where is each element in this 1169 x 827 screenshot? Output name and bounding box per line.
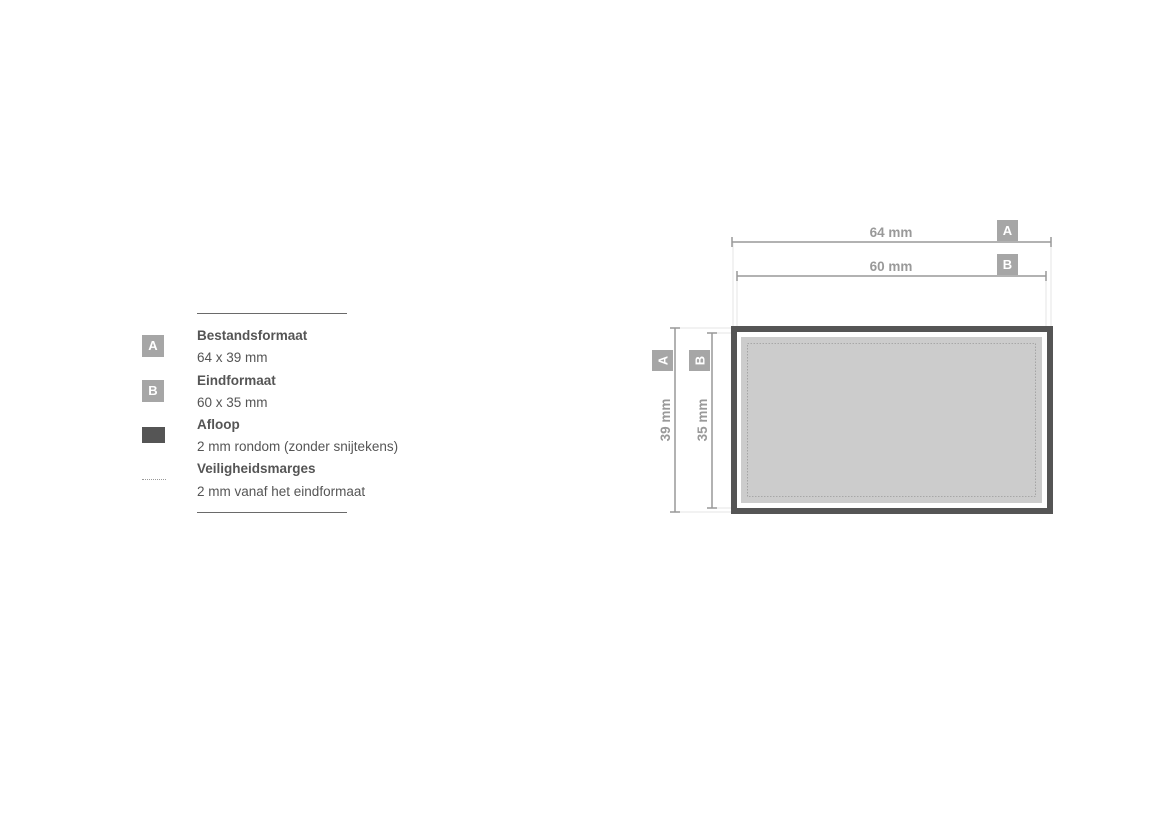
- badge-b-top-label: B: [1003, 257, 1012, 272]
- legend-desc-bestandsformaat: 64 x 39 mm: [197, 350, 268, 365]
- badge-a-top-icon: [997, 220, 1018, 241]
- dimension-width-b: [736, 271, 1047, 281]
- safety-margin-dots-icon: [142, 479, 166, 480]
- dimension-height-a: [670, 327, 680, 513]
- legend-bottom-rule: [197, 512, 347, 513]
- dimension-label-60mm: 60 mm: [870, 259, 913, 274]
- badge-a-side-label: A: [656, 355, 671, 365]
- badge-b-side-icon: [689, 350, 710, 371]
- bleed-swatch-icon: [142, 427, 165, 443]
- dimension-label-39mm: 39 mm: [658, 399, 673, 442]
- badge-a-icon: A: [142, 335, 164, 357]
- dimension-label-64mm: 64 mm: [870, 225, 913, 240]
- badge-b-icon: B: [142, 380, 164, 402]
- legend-title-eindformaat: Eindformaat: [197, 373, 276, 388]
- legend-top-rule: [197, 313, 347, 314]
- badge-a-side-icon: [652, 350, 673, 371]
- legend-title-afloop: Afloop: [197, 417, 240, 432]
- safety-margin-line: [747, 343, 1036, 497]
- legend-title-veiligheidsmarges: Veiligheidsmarges: [197, 461, 316, 476]
- dimension-label-35mm: 35 mm: [695, 399, 710, 442]
- badge-b-top-icon: [997, 254, 1018, 275]
- legend-title-bestandsformaat: Bestandsformaat: [197, 328, 308, 343]
- legend-desc-eindformaat: 60 x 35 mm: [197, 395, 268, 410]
- legend-desc-afloop: 2 mm rondom (zonder snijtekens): [197, 439, 399, 454]
- safe-area: [741, 337, 1042, 503]
- badge-b-side-label: B: [693, 356, 708, 365]
- legend-desc-veiligheidsmarges: 2 mm vanaf het eindformaat: [197, 484, 366, 499]
- badge-a-top-label: A: [1003, 223, 1013, 238]
- dimension-height-b: [707, 332, 717, 509]
- dimension-width-a: [731, 237, 1052, 247]
